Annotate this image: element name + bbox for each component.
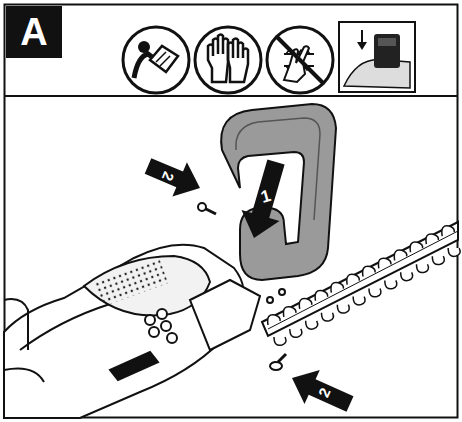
push-arrow xyxy=(242,160,285,239)
screw-arrow xyxy=(292,370,354,412)
blade-guard xyxy=(221,104,336,280)
blade xyxy=(262,222,460,345)
battery-icon xyxy=(339,22,415,92)
trimmer-body xyxy=(4,245,260,418)
read-manual-icon xyxy=(123,27,189,93)
keep-hands-away-icon xyxy=(267,27,333,93)
screws xyxy=(198,203,286,370)
gloves-icon xyxy=(195,27,261,93)
header-rule xyxy=(4,95,458,97)
step-letter: A xyxy=(20,13,47,51)
step-badge xyxy=(6,6,62,58)
frame xyxy=(5,5,458,418)
screw-arrow xyxy=(145,158,200,196)
